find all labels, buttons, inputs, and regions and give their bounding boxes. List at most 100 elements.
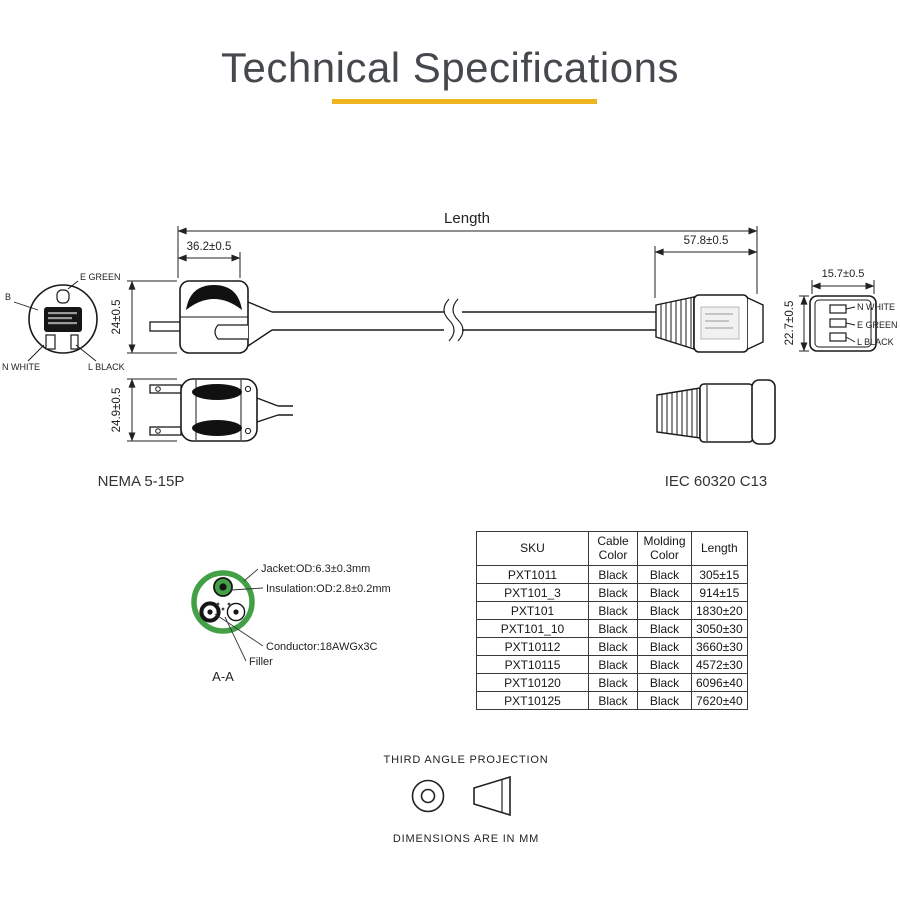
plug-neutral-blade <box>45 334 56 350</box>
cell-cable-color: Black <box>588 673 638 692</box>
table-row: PXT101_3 Black Black 914±15 <box>476 583 748 602</box>
connector-face-width-dim: 15.7±0.5 <box>822 268 865 280</box>
dimension-lines <box>127 226 875 442</box>
dimension-labels: Length 36.2±0.5 57.8±0.5 15.7±0.5 24±0.5… <box>111 210 864 432</box>
cell-sku: PXT10125 <box>476 691 589 710</box>
table-header-row: SKU Cable Color Molding Color Length <box>476 531 748 566</box>
cell-sku: PXT101_3 <box>476 583 589 602</box>
section-aa-label: A-A <box>212 669 234 684</box>
cell-sku: PXT10115 <box>476 655 589 674</box>
cable-technical-drawing: Length 36.2±0.5 57.8±0.5 15.7±0.5 24±0.5… <box>2 210 898 490</box>
cell-sku: PXT10112 <box>476 637 589 656</box>
connector-pin-l <box>829 332 847 342</box>
connector-side-view <box>655 294 764 353</box>
projection-label: THIRD ANGLE PROJECTION <box>383 754 549 766</box>
table-row: PXT10115 Black Black 4572±30 <box>476 655 748 674</box>
connector-flange-top <box>751 379 776 445</box>
table-row: PXT10112 Black Black 3660±30 <box>476 637 748 656</box>
cell-molding-color: Black <box>637 637 692 656</box>
connector-face-labels: N WHITE E GREEN L BLACK <box>857 302 898 347</box>
filler-dot <box>216 602 220 606</box>
cable-lines <box>272 311 656 331</box>
cord-wrap-slot <box>214 324 248 340</box>
title-accent-bar <box>332 99 597 104</box>
plug-b-label: B <box>5 292 11 302</box>
cell-sku: PXT101 <box>476 601 589 620</box>
connector-length-dim: 57.8±0.5 <box>684 235 729 247</box>
cross-section-labels: Jacket:OD:6.3±0.3mm Insulation:OD:2.8±0.… <box>212 563 390 684</box>
header-molding-color: Molding Color <box>637 531 692 566</box>
part-names: NEMA 5-15P IEC 60320 C13 <box>98 473 768 490</box>
cell-cable-color: Black <box>588 565 638 584</box>
plug-earth-label: E GREEN <box>80 272 121 282</box>
plug-neutral-label: N WHITE <box>2 362 40 372</box>
plug-blade-side <box>149 321 182 332</box>
cell-cable-color: Black <box>588 637 638 656</box>
connector-face-view <box>809 295 877 352</box>
connector-name-label: IEC 60320 C13 <box>665 473 768 490</box>
cell-length: 914±15 <box>691 583 748 602</box>
header-length: Length <box>691 531 748 566</box>
molding-label-area <box>700 306 740 340</box>
cell-sku: PXT101_10 <box>476 619 589 638</box>
cell-cable-color: Black <box>588 601 638 620</box>
plug-name-label: NEMA 5-15P <box>98 473 185 490</box>
table-row: PXT1011 Black Black 305±15 <box>476 565 748 584</box>
cell-sku: PXT1011 <box>476 565 589 584</box>
filler-dot <box>221 607 225 611</box>
conductor-label: Conductor:18AWGx3C <box>266 641 378 653</box>
cell-molding-color: Black <box>637 691 692 710</box>
connector-line-label: L BLACK <box>857 337 894 347</box>
cell-length: 3660±30 <box>691 637 748 656</box>
third-angle-projection-icon <box>411 775 511 817</box>
cell-molding-color: Black <box>637 673 692 692</box>
table-row: PXT10120 Black Black 6096±40 <box>476 673 748 692</box>
connector-pin-e <box>829 318 847 328</box>
plug-ground-pin <box>56 289 70 304</box>
table-row: PXT101 Black Black 1830±20 <box>476 601 748 620</box>
table-row: PXT101_10 Black Black 3050±30 <box>476 619 748 638</box>
cell-length: 4572±30 <box>691 655 748 674</box>
connector-top-view <box>656 379 776 445</box>
connector-neutral-label: N WHITE <box>857 302 895 312</box>
connector-height-dim: 22.7±0.5 <box>784 301 796 346</box>
cell-length: 6096±40 <box>691 673 748 692</box>
cell-length: 3050±30 <box>691 619 748 638</box>
header-sku: SKU <box>476 531 589 566</box>
jacket-label: Jacket:OD:6.3±0.3mm <box>261 563 370 575</box>
cell-molding-color: Black <box>637 655 692 674</box>
cable-break-symbol <box>443 298 464 342</box>
plug-side-view <box>149 280 656 354</box>
cell-molding-color: Black <box>637 619 692 638</box>
drawing-footer: THIRD ANGLE PROJECTION DIMENSIONS ARE IN… <box>330 754 602 845</box>
filler-dot <box>227 602 231 606</box>
cable-cross-section: Jacket:OD:6.3±0.3mm Insulation:OD:2.8±0.… <box>191 563 391 684</box>
cell-molding-color: Black <box>637 601 692 620</box>
cell-cable-color: Black <box>588 619 638 638</box>
plug-face-labels: E GREEN B N WHITE L BLACK <box>2 272 125 372</box>
plug-face-view <box>13 280 98 362</box>
units-note: DIMENSIONS ARE IN MM <box>392 833 540 845</box>
cross-section-figure <box>191 568 264 662</box>
length-dim-label: Length <box>444 210 490 227</box>
cell-length: 1830±20 <box>691 601 748 620</box>
plug-line-label: L BLACK <box>88 362 125 372</box>
plug-grip <box>186 285 242 310</box>
plug-top-view <box>149 378 293 442</box>
connector-earth-label: E GREEN <box>857 320 898 330</box>
cell-molding-color: Black <box>637 583 692 602</box>
plug-cert-label <box>44 307 82 332</box>
filler-label: Filler <box>249 656 273 668</box>
plug-height-dim: 24±0.5 <box>111 299 123 334</box>
plug-length-dim: 36.2±0.5 <box>187 241 232 253</box>
insulation-label: Insulation:OD:2.8±0.2mm <box>266 583 391 595</box>
leader-lines <box>214 568 264 662</box>
cell-cable-color: Black <box>588 655 638 674</box>
table-row: PXT10125 Black Black 7620±40 <box>476 691 748 710</box>
cell-length: 7620±40 <box>691 691 748 710</box>
plug-line-blade <box>70 334 79 350</box>
cell-length: 305±15 <box>691 565 748 584</box>
header-cable-color: Cable Color <box>588 531 638 566</box>
cell-molding-color: Black <box>637 565 692 584</box>
cell-cable-color: Black <box>588 583 638 602</box>
